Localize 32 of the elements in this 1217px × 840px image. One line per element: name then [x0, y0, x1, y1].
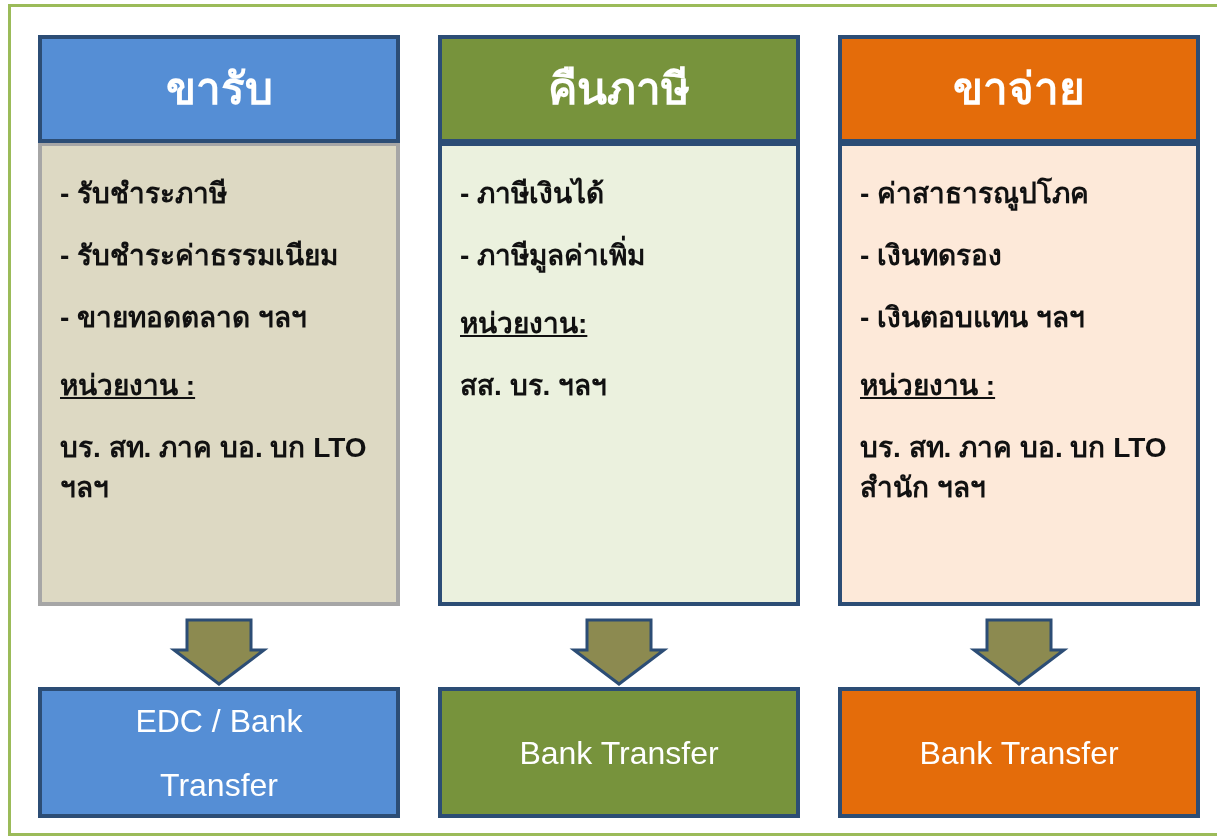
header-title: คืนภาษี — [548, 63, 690, 115]
method-box — [38, 687, 400, 818]
header-box — [838, 35, 1200, 143]
block-arrow — [569, 618, 669, 686]
item-text: บร. สท. ภาค บอ. บก LTO ฯลฯ — [60, 431, 368, 505]
content-box — [38, 142, 400, 606]
content-box — [438, 142, 800, 606]
content-box — [838, 142, 1200, 606]
item-text: - ภาษีมูลค่าเพิ่ม — [460, 236, 778, 276]
method-label: EDC / Bank Transfer — [134, 701, 304, 805]
section-heading: หน่วยงาน : — [60, 369, 197, 403]
header-title: ขาจ่าย — [953, 63, 1085, 115]
method-label: Bank Transfer — [519, 733, 719, 773]
item-text: - รับชำระภาษี — [60, 177, 229, 211]
item-text: - เงินทดรอง — [860, 239, 1004, 273]
block-arrow — [969, 618, 1069, 686]
method-label: Bank Transfer — [919, 733, 1119, 773]
method-box — [438, 687, 800, 818]
method-box — [838, 687, 1200, 818]
item-text: - รับชำระค่าธรรมเนียม — [60, 239, 340, 273]
section-heading: หน่วยงาน: — [460, 307, 589, 341]
item-text: สส. บร. ฯลฯ — [460, 369, 609, 403]
block-arrow — [169, 618, 269, 686]
header-box — [438, 35, 800, 143]
item-text: - ภาษีเงินได้ — [460, 176, 606, 211]
item-text: บร. สท. ภาค บอ. บก LTO สำนัก ฯลฯ — [860, 431, 1168, 505]
section-heading: หน่วยงาน : — [860, 369, 997, 403]
item-text: - ขายทอดตลาด ฯลฯ — [60, 301, 308, 335]
item-text: - ค่าสาธารณูปโภค — [860, 176, 1091, 213]
header-box — [38, 35, 400, 143]
header-title: ขารับ — [165, 63, 273, 115]
item-text: - เงินตอบแทน ฯลฯ — [860, 301, 1086, 335]
